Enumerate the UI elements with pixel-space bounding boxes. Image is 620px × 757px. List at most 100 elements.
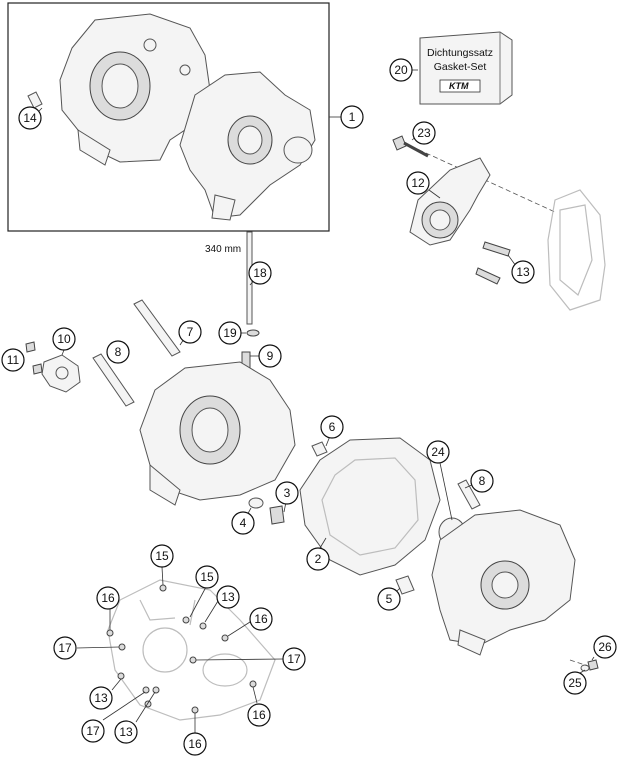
part-10-cover-seal: [41, 354, 81, 393]
callout-13-d: 13: [114, 720, 138, 744]
svg-text:16: 16: [188, 737, 202, 751]
svg-text:16: 16: [254, 612, 268, 626]
part-13-bolt-a: [482, 241, 511, 257]
callout-17-b: 17: [282, 647, 306, 671]
part-25-washer: [580, 664, 590, 672]
callout-26: 26: [593, 635, 617, 659]
svg-text:14: 14: [23, 111, 37, 125]
callout-24: 24: [426, 440, 450, 464]
gasket-set-line2: Gasket-Set: [434, 61, 487, 73]
svg-text:23: 23: [417, 126, 431, 140]
svg-text:11: 11: [7, 353, 20, 367]
part-8-stud-right: [457, 479, 481, 510]
svg-text:24: 24: [431, 445, 445, 459]
svg-text:15: 15: [200, 570, 214, 584]
svg-text:2: 2: [315, 552, 322, 566]
part-11-screw-a: [25, 341, 36, 353]
callout-14: 14: [18, 106, 42, 130]
callout-16-a: 16: [96, 586, 120, 610]
svg-text:16: 16: [101, 591, 115, 605]
svg-text:8: 8: [479, 474, 486, 488]
crankcase-half-exploded-left: [139, 361, 296, 506]
callout-16-d: 16: [183, 732, 207, 756]
svg-text:3: 3: [284, 486, 291, 500]
callout-3: 3: [275, 481, 299, 505]
svg-text:15: 15: [155, 549, 169, 563]
crankcase-right-half-boxed: [179, 71, 316, 221]
callout-13: 13: [511, 260, 535, 284]
callout-8: 8: [106, 340, 130, 364]
svg-text:17: 17: [86, 724, 100, 738]
part-26-screw: [587, 659, 599, 671]
callout-15-a: 15: [150, 544, 174, 568]
crankcase-half-exploded-right: [431, 509, 576, 656]
svg-text:20: 20: [394, 63, 408, 77]
svg-text:1: 1: [349, 110, 356, 124]
callout-12: 12: [406, 171, 430, 195]
svg-text:9: 9: [267, 349, 274, 363]
svg-text:17: 17: [287, 652, 301, 666]
svg-text:17: 17: [58, 641, 72, 655]
callout-17-c: 17: [81, 719, 105, 743]
svg-text:13: 13: [94, 691, 108, 705]
callout-18: 18: [248, 261, 272, 285]
rod-length-dimension: 340 mm: [205, 244, 241, 255]
ghost-cover: [107, 579, 276, 721]
svg-text:5: 5: [386, 592, 393, 606]
callout-5: 5: [377, 587, 401, 611]
leader-lines: [35, 69, 595, 733]
svg-text:7: 7: [187, 325, 194, 339]
callout-17-a: 17: [53, 636, 77, 660]
svg-text:4: 4: [240, 516, 247, 530]
callout-9: 9: [258, 344, 282, 368]
part-4-washer: [248, 497, 264, 509]
callout-7: 7: [178, 320, 202, 344]
callout-13-b: 13: [216, 585, 240, 609]
callout-19: 19: [218, 321, 242, 345]
part-13-bolt-b: [475, 267, 501, 285]
svg-text:10: 10: [57, 332, 71, 346]
callout-23: 23: [412, 121, 436, 145]
part-12-cover: [409, 157, 491, 246]
part-5-plug: [395, 575, 415, 595]
part-23-bolt: [392, 135, 407, 151]
ktm-logo: KTM: [449, 81, 469, 91]
svg-text:8: 8: [115, 345, 122, 359]
callout-8-right: 8: [470, 469, 494, 493]
part-11-screw-b: [32, 363, 43, 375]
svg-text:13: 13: [221, 590, 235, 604]
svg-text:12: 12: [411, 176, 425, 190]
svg-text:26: 26: [598, 640, 612, 654]
gasket-set-line1: Dichtungssatz: [427, 47, 493, 59]
part-19-washer: [246, 329, 260, 337]
svg-text:13: 13: [119, 725, 133, 739]
part-8-stud-left: [92, 353, 135, 407]
svg-text:18: 18: [253, 266, 267, 280]
callout-15-b: 15: [195, 565, 219, 589]
svg-text:25: 25: [568, 676, 582, 690]
callout-20: 20: [389, 58, 413, 82]
frame-outline-ghost: [547, 189, 606, 311]
callout-4: 4: [231, 511, 255, 535]
callout-25: 25: [563, 671, 587, 695]
part-3-drain-plug: [269, 505, 285, 525]
callout-10: 10: [52, 327, 76, 351]
callout-2: 2: [306, 547, 330, 571]
callout-13-c: 13: [89, 686, 113, 710]
crankcase-left-half-boxed: [59, 13, 211, 166]
callout-16-b: 16: [249, 607, 273, 631]
callout-1: 1: [340, 105, 364, 129]
callout-16-c: 16: [247, 703, 271, 727]
callout-11: 11: [1, 348, 25, 372]
svg-text:6: 6: [329, 420, 336, 434]
part-14-sleeve: [27, 91, 43, 109]
gasket-set-box: Dichtungssatz Gasket-Set KTM: [419, 31, 513, 105]
svg-text:19: 19: [223, 326, 237, 340]
part-7-stud: [133, 299, 181, 357]
svg-text:13: 13: [516, 265, 530, 279]
part-6-plug: [311, 441, 328, 457]
callout-6: 6: [320, 415, 344, 439]
part-2-gasket: [299, 437, 441, 576]
svg-text:16: 16: [252, 708, 266, 722]
